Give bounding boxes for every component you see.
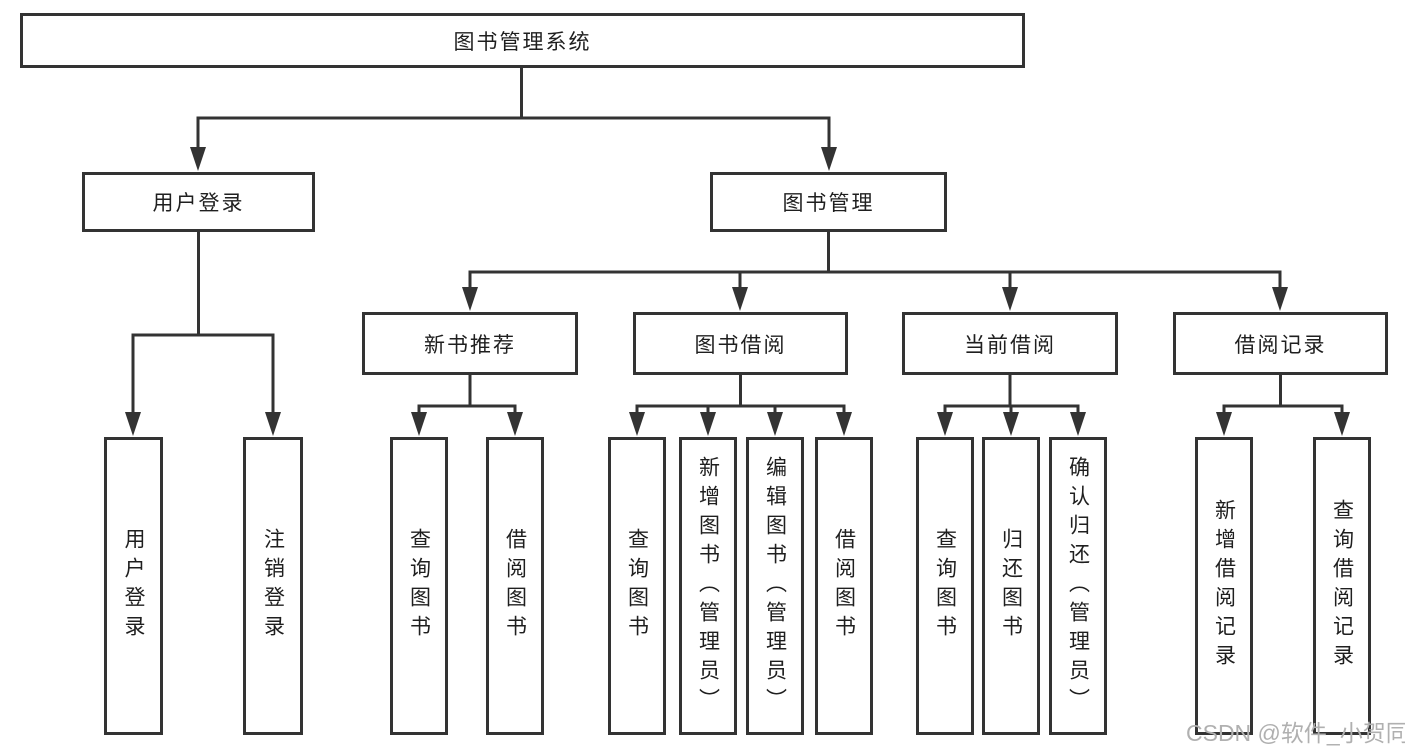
leaf-query-books-current-label: 查询图书: [933, 528, 957, 644]
node-book-borrow: 图书借阅: [633, 312, 848, 375]
leaf-borrow-books-recommend-label: 借阅图书: [503, 528, 527, 644]
leaf-edit-books-admin-label: 编辑图书（管理员）: [763, 455, 787, 717]
leaf-add-books-admin: 新增图书（管理员）: [679, 437, 737, 735]
leaf-add-borrow-record: 新增借阅记录: [1195, 437, 1253, 735]
leaf-logout-label: 注销登录: [261, 528, 285, 644]
leaf-return-books-label: 归还图书: [999, 528, 1023, 644]
leaf-query-books-borrow-label: 查询图书: [625, 528, 649, 644]
leaf-confirm-return-admin: 确认归还（管理员）: [1049, 437, 1107, 735]
node-borrow-record-label: 借阅记录: [1234, 333, 1327, 357]
node-root: 图书管理系统: [20, 13, 1025, 68]
leaf-borrow-books-recommend: 借阅图书: [486, 437, 544, 735]
node-new-book-recommend-label: 新书推荐: [424, 333, 516, 357]
node-book-management-label: 图书管理: [782, 192, 875, 215]
leaf-query-books-current: 查询图书: [916, 437, 974, 735]
leaf-borrow-books-label: 借阅图书: [832, 528, 856, 644]
node-book-borrow-label: 图书借阅: [694, 333, 787, 357]
leaf-query-books-borrow: 查询图书: [608, 437, 666, 735]
leaf-query-books-recommend-label: 查询图书: [407, 528, 431, 644]
leaf-query-books-recommend: 查询图书: [390, 437, 448, 735]
node-user-login-label: 用户登录: [152, 192, 245, 215]
node-book-management: 图书管理: [710, 172, 947, 232]
leaf-user-login: 用户登录: [104, 437, 163, 735]
leaf-edit-books-admin: 编辑图书（管理员）: [746, 437, 804, 735]
leaf-add-books-admin-label: 新增图书（管理员）: [696, 455, 720, 717]
node-current-borrow: 当前借阅: [902, 312, 1118, 375]
node-borrow-record: 借阅记录: [1173, 312, 1388, 375]
leaf-query-borrow-record: 查询借阅记录: [1313, 437, 1371, 735]
leaf-add-borrow-record-label: 新增借阅记录: [1212, 499, 1236, 673]
leaf-user-login-label: 用户登录: [122, 528, 145, 644]
node-current-borrow-label: 当前借阅: [964, 333, 1056, 357]
leaf-logout: 注销登录: [243, 437, 303, 735]
leaf-confirm-return-admin-label: 确认归还（管理员）: [1066, 455, 1090, 717]
leaf-return-books: 归还图书: [982, 437, 1040, 735]
node-new-book-recommend: 新书推荐: [362, 312, 578, 375]
leaf-query-borrow-record-label: 查询借阅记录: [1330, 499, 1354, 673]
csdn-watermark: CSDN @软件_小贺同学: [1186, 720, 1405, 746]
node-root-label: 图书管理系统: [453, 30, 592, 54]
node-user-login: 用户登录: [82, 172, 315, 232]
leaf-borrow-books: 借阅图书: [815, 437, 873, 735]
